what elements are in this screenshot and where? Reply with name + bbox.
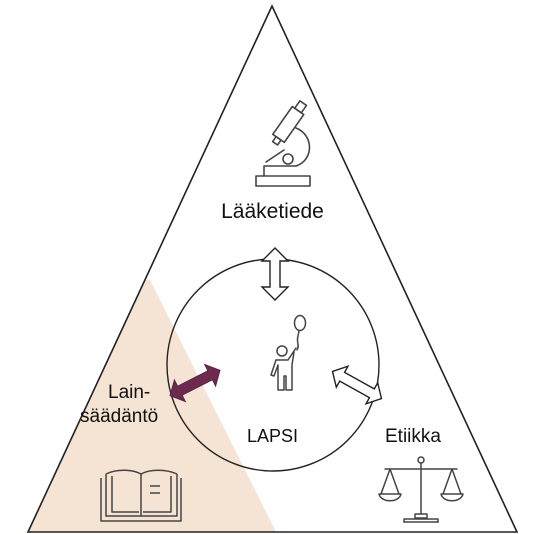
medicine-link-arrow (260, 247, 290, 301)
child-label: LAPSI (246, 426, 299, 446)
balance-scale-icon (378, 456, 464, 523)
law-link-arrow (169, 363, 221, 403)
medicine-label: Lääketiede (221, 200, 324, 223)
open-book-icon (100, 469, 182, 522)
child-with-balloon-icon (270, 314, 307, 391)
ethics-link-arrow (331, 365, 383, 405)
outer-triangle (26, 4, 519, 533)
law-label-line1: Lain- (108, 382, 151, 403)
law-label-line2: säädäntö (80, 406, 159, 427)
ethics-label: Etiikka (385, 426, 441, 447)
microscope-icon (255, 100, 311, 187)
